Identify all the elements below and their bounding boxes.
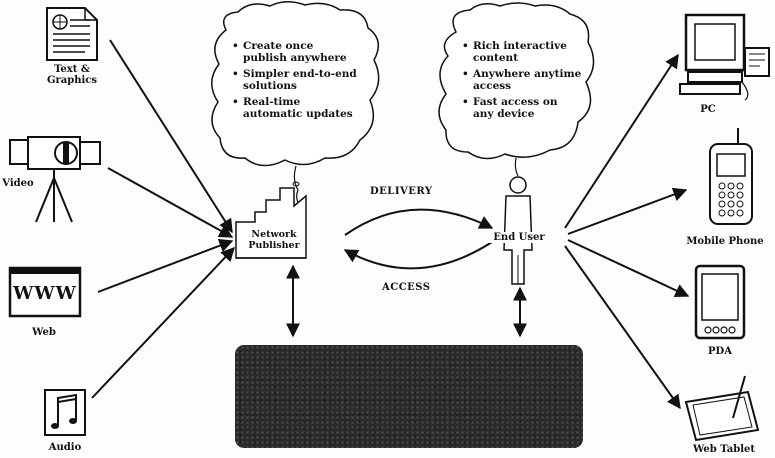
video-camera-icon bbox=[9, 136, 101, 223]
web-tablet-icon bbox=[684, 375, 760, 442]
music-note-icon bbox=[44, 389, 86, 436]
network-publisher-label: Network Publisher bbox=[248, 229, 300, 251]
delivery-label: DELIVERY bbox=[370, 186, 433, 197]
benefit-item: Create once publish anywhere bbox=[232, 40, 372, 64]
end-user-label: End User bbox=[484, 232, 554, 243]
audio-label: Audio bbox=[48, 442, 82, 453]
network-publisher-building-icon bbox=[235, 187, 307, 259]
pda-icon bbox=[694, 264, 746, 340]
mobile-phone-icon bbox=[709, 128, 753, 225]
mobile-phone-label: Mobile Phone bbox=[686, 236, 764, 247]
pda-label: PDA bbox=[708, 346, 732, 357]
document-icon bbox=[46, 7, 98, 61]
access-arrow bbox=[343, 237, 499, 270]
benefit-item: Fast access on any device bbox=[462, 96, 592, 120]
publisher-benefits-list: Create once publish anywhere Simpler end… bbox=[232, 40, 372, 124]
text-graphics-label: Text & Graphics bbox=[46, 64, 98, 86]
benefit-item: Anywhere anytime access bbox=[462, 68, 592, 92]
pc-label: PC bbox=[700, 104, 716, 115]
web-label: Web bbox=[32, 327, 56, 338]
access-label: ACCESS bbox=[382, 282, 431, 293]
video-label: Video bbox=[2, 178, 34, 189]
end-user-figure-icon bbox=[503, 176, 533, 285]
benefit-item: Simpler end-to-end solutions bbox=[232, 68, 372, 92]
web-tablet-label: Web Tablet bbox=[693, 444, 755, 455]
user-benefits-list: Rich interactive content Anywhere anytim… bbox=[462, 40, 592, 124]
delivery-arrow bbox=[344, 208, 494, 236]
benefit-item: Rich interactive content bbox=[462, 40, 592, 64]
pc-icon bbox=[679, 13, 770, 101]
www-glyph: WWW bbox=[13, 283, 77, 304]
network-platform-box bbox=[235, 345, 583, 448]
web-window-icon bbox=[8, 266, 82, 318]
benefit-item: Real-time automatic updates bbox=[232, 96, 372, 120]
